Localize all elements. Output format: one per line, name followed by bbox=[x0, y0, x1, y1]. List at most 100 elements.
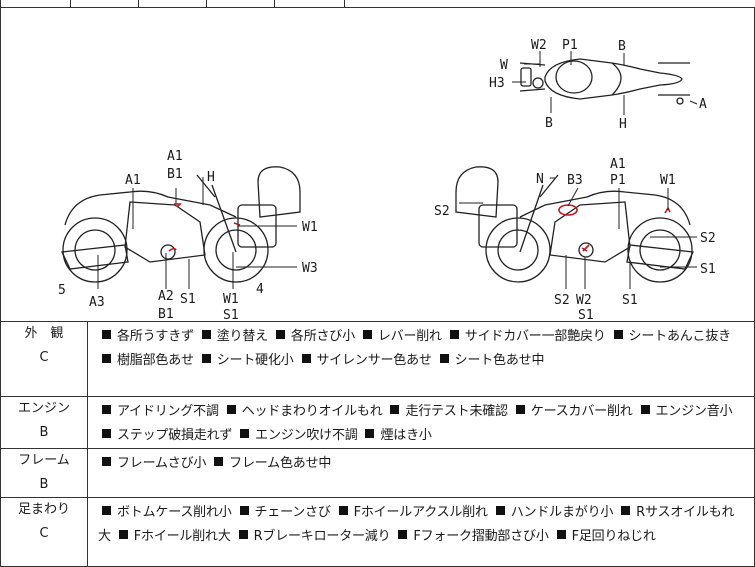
condition-item: サイレンサー色あせ bbox=[298, 353, 432, 368]
label-p1: P1 bbox=[610, 173, 626, 188]
bullet-square-icon bbox=[102, 354, 111, 363]
category-cell: フレーム B bbox=[0, 448, 88, 498]
condition-item: エンジン吹け不調 bbox=[236, 428, 358, 443]
right-view-leader-lines bbox=[459, 177, 697, 289]
label-s2: S2 bbox=[434, 204, 450, 219]
condition-item: ヘッドまわりオイルもれ bbox=[223, 404, 383, 419]
header-cell bbox=[274, 0, 345, 7]
bullet-square-icon bbox=[118, 530, 128, 539]
label-h: H bbox=[619, 117, 627, 132]
condition-item: Fホイール削れ大 bbox=[115, 529, 231, 544]
condition-item: シートあんこ抜き bbox=[610, 329, 731, 344]
condition-item: チェーンさび bbox=[236, 505, 331, 520]
bullet-square-icon bbox=[201, 330, 211, 339]
top-view-labels: W2 P1 B W H3 A B H bbox=[489, 38, 707, 132]
label-b1: B1 bbox=[167, 167, 183, 182]
label-b1: B1 bbox=[158, 307, 174, 321]
bullet-square-icon bbox=[214, 457, 224, 466]
header-cell bbox=[206, 0, 275, 7]
label-s1: S1 bbox=[700, 262, 716, 277]
left-view-leader-lines bbox=[97, 177, 297, 289]
condition-item: 樹脂部色あせ bbox=[98, 353, 194, 368]
category-grade: B bbox=[39, 477, 49, 492]
label-h3: H3 bbox=[489, 76, 505, 91]
label-a2: A2 bbox=[158, 289, 174, 304]
label-s1: S1 bbox=[180, 292, 196, 307]
header-cell bbox=[70, 0, 139, 7]
label-w1: W1 bbox=[660, 173, 676, 188]
right-view-labels: N B3 A1 P1 W1 S2 S2 S1 S2 W2 S1 S1 bbox=[434, 157, 716, 321]
label-a3: A3 bbox=[89, 295, 105, 310]
motorcycle-top-view bbox=[519, 58, 690, 105]
label-w1: W1 bbox=[223, 292, 239, 307]
bullet-square-icon bbox=[398, 530, 408, 539]
bullet-square-icon bbox=[640, 405, 650, 414]
condition-table: 外 観 C 各所うすきず 塗り替え 各所さび小 レバー削れ サイドカバー一部艶戻… bbox=[0, 321, 755, 567]
bullet-square-icon bbox=[240, 429, 250, 438]
label-b3: B3 bbox=[567, 173, 583, 188]
bullet-square-icon bbox=[201, 354, 211, 363]
label-4: 4 bbox=[256, 282, 264, 297]
condition-item: アイドリング不調 bbox=[98, 404, 219, 419]
label-a1: A1 bbox=[125, 173, 141, 188]
condition-item: 塗り替え bbox=[198, 329, 268, 344]
condition-item: Rサスオイルもれ大 bbox=[98, 505, 735, 544]
damage-diagram: W2 P1 B W H3 A B H A1 B1 H A1 W1 W3 5 A3… bbox=[58, 38, 716, 321]
condition-item: ボトムケース削れ小 bbox=[98, 505, 232, 520]
bullet-square-icon bbox=[439, 354, 449, 363]
bullet-square-icon bbox=[365, 429, 375, 438]
bullet-square-icon bbox=[362, 330, 372, 339]
bullet-square-icon bbox=[239, 506, 249, 515]
motorcycle-right-view bbox=[455, 166, 694, 283]
bullet-square-icon bbox=[515, 405, 525, 414]
header-cell bbox=[138, 0, 207, 7]
condition-items: ボトムケース削れ小 チェーンさび Fホイールアクスル削れ ハンドルまがり小 Rサ… bbox=[87, 497, 755, 567]
condition-item: サイドカバー一部艶戻り bbox=[446, 329, 606, 344]
label-w2: W2 bbox=[576, 293, 592, 308]
condition-item: フレーム色あせ中 bbox=[210, 456, 331, 471]
label-s2: S2 bbox=[700, 231, 716, 246]
label-w: W bbox=[500, 58, 508, 73]
bullet-square-icon bbox=[390, 405, 400, 414]
label-s1: S1 bbox=[622, 293, 638, 308]
bullet-square-icon bbox=[613, 330, 623, 339]
category-cell: エンジン B bbox=[0, 396, 88, 449]
condition-item: 走行テスト未確認 bbox=[386, 404, 508, 419]
condition-item: 各所うすきず bbox=[98, 329, 194, 344]
category-cell: 外 観 C bbox=[0, 321, 88, 397]
label-s2: S2 bbox=[554, 293, 570, 308]
condition-item: 煙はき小 bbox=[361, 428, 432, 443]
label-p1: P1 bbox=[562, 38, 578, 53]
label-w3: W3 bbox=[302, 261, 318, 276]
left-view-labels: A1 B1 H A1 W1 W3 5 A3 A2 B1 S1 W1 S1 4 bbox=[58, 149, 318, 321]
label-a1: A1 bbox=[610, 157, 626, 172]
condition-row-engine: エンジン B アイドリング不調 ヘッドまわりオイルもれ 走行テスト未確認 ケース… bbox=[0, 396, 755, 449]
bullet-square-icon bbox=[449, 330, 459, 339]
bullet-square-icon bbox=[301, 354, 311, 363]
right-view-damage-marks bbox=[558, 204, 671, 252]
label-w2: W2 bbox=[531, 38, 547, 53]
condition-items: 各所うすきず 塗り替え 各所さび小 レバー削れ サイドカバー一部艶戻り シートあ… bbox=[87, 321, 755, 397]
condition-item: ステップ破損走れず bbox=[98, 428, 232, 443]
condition-item: エンジン音小 bbox=[637, 404, 733, 419]
bullet-square-icon bbox=[102, 429, 111, 438]
header-cell bbox=[344, 0, 755, 7]
category-cell: 足まわり C bbox=[0, 497, 88, 567]
condition-row-suspension: 足まわり C ボトムケース削れ小 チェーンさび Fホイールアクスル削れ ハンドル… bbox=[0, 497, 755, 567]
bullet-square-icon bbox=[495, 506, 505, 515]
condition-item: シート硬化小 bbox=[198, 353, 294, 368]
header-cell bbox=[0, 0, 71, 7]
label-w1: W1 bbox=[302, 220, 318, 235]
condition-item: ハンドルまがり小 bbox=[492, 505, 613, 520]
condition-item: Fホイールアクスル削れ bbox=[335, 505, 488, 520]
condition-item: レバー削れ bbox=[359, 329, 442, 344]
condition-item: Fフォーク摺動部さび小 bbox=[394, 529, 549, 544]
label-b: B bbox=[618, 39, 626, 54]
category-name: 外 観 bbox=[24, 326, 64, 341]
header-strip bbox=[0, 0, 755, 8]
label-s1: S1 bbox=[223, 308, 239, 321]
bullet-square-icon bbox=[102, 330, 111, 339]
condition-item: Rブレーキローター減り bbox=[235, 529, 391, 544]
condition-row-exterior: 外 観 C 各所うすきず 塗り替え 各所さび小 レバー削れ サイドカバー一部艶戻… bbox=[0, 321, 755, 397]
bullet-square-icon bbox=[226, 405, 236, 414]
